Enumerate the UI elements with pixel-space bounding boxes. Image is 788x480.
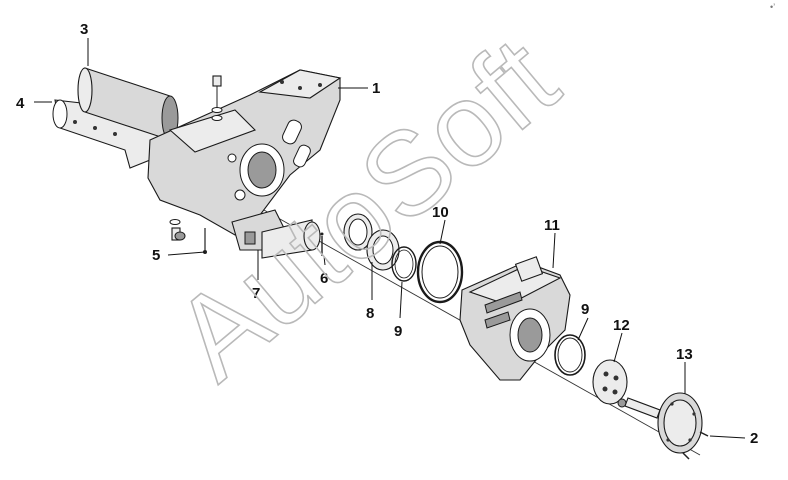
- callout-4: 4: [16, 95, 25, 112]
- part-small-bolts: [169, 219, 207, 254]
- part-thin-ring-right: [554, 334, 586, 376]
- callout-3: 3: [80, 21, 88, 38]
- corner-mark: •’: [770, 2, 775, 12]
- part-seal-ring: [416, 240, 464, 304]
- part-spacer-ring: [343, 213, 400, 271]
- part-top-bolt: [211, 75, 223, 121]
- callout-2: 2: [750, 430, 758, 447]
- callout-12: 12: [613, 317, 630, 334]
- callout-13: 13: [676, 346, 693, 363]
- callout-1: 1: [372, 80, 380, 97]
- callout-11: 11: [544, 217, 560, 234]
- callout-9-left: 9: [394, 323, 402, 340]
- part-end-cover: [657, 392, 703, 454]
- part-flange-plate: [592, 359, 661, 419]
- callout-leaders: [34, 38, 746, 439]
- part-cover-screws: [682, 431, 709, 460]
- callout-6: 6: [320, 270, 328, 287]
- callout-8: 8: [366, 305, 374, 322]
- part-saddle-housing: [459, 256, 571, 381]
- callout-9-right: 9: [581, 301, 589, 318]
- part-main-bracket: [147, 69, 342, 236]
- callout-7: 7: [252, 285, 260, 302]
- callout-5: 5: [152, 247, 160, 264]
- part-thin-ring-left: [391, 246, 417, 282]
- part-pin-stub: [231, 209, 321, 259]
- part-small-pin: [320, 232, 324, 256]
- callout-10: 10: [432, 204, 449, 221]
